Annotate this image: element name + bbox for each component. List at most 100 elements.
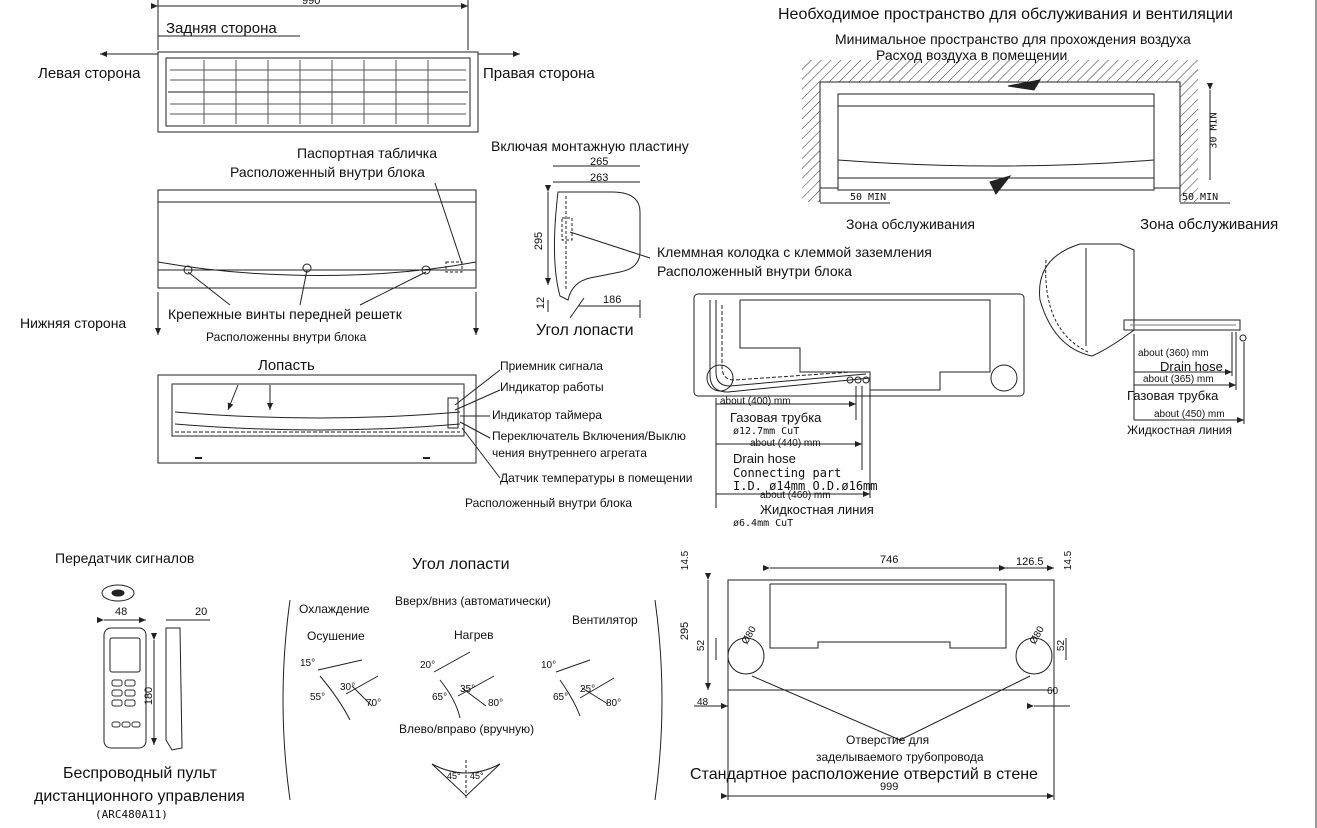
grille-screws-label: Крепежные винты передней решетк: [168, 306, 402, 322]
side-dim-186: 186: [603, 294, 622, 306]
side-drain-hose-label: Drain hose: [1160, 359, 1223, 374]
remote-model: (ARC480A11): [95, 808, 168, 821]
wall-hole-drawing: [694, 565, 1070, 800]
min-air-space-label: Минимальное пространство для прохождения…: [835, 31, 1191, 47]
side-dim-12: 12: [535, 296, 548, 310]
timer-lamp-label: Индикатор таймера: [492, 408, 602, 422]
remote-caption-2: дистанционного управления: [34, 788, 245, 805]
heat-angle-80: 80°: [488, 698, 504, 709]
front-view-unit: [155, 182, 479, 335]
gas-pipe-spec: ø12.7mm CuT: [733, 426, 800, 437]
signal-receiver-label: Приемник сигнала: [500, 359, 603, 373]
transmitter-label: Передатчик сигналов: [55, 550, 195, 566]
fan-label: Вентилятор: [572, 613, 638, 627]
wall-dim-60: 60: [1047, 686, 1059, 697]
remote-dim-48: 48: [115, 606, 128, 618]
service-space-view: [802, 60, 1230, 204]
rear-side-label: Задняя сторона: [166, 20, 277, 37]
service-zone-right: Зона обслуживания: [1140, 216, 1279, 233]
about-440-label: about (440) mm: [750, 438, 821, 449]
service-space-title: Необходимое пространство для обслуживани…: [778, 6, 1233, 23]
heating-label: Нагрев: [454, 628, 494, 642]
wall-dim-295: 295: [679, 621, 692, 641]
fan-angle-10: 10°: [541, 660, 557, 671]
fan-angle-25: 25°: [580, 684, 596, 695]
room-airflow-label: Расход воздуха в помещении: [876, 47, 1068, 63]
gas-pipe-label: Газовая трубка: [730, 410, 822, 425]
lr-angle-right: 45°: [470, 771, 484, 781]
cool-angle-30: 30°: [340, 682, 356, 693]
piping-back-view: [693, 293, 1025, 508]
side-dim-295: 295: [533, 231, 546, 251]
cool-angle-55: 55°: [310, 692, 326, 703]
pipe-hole-label-1: Отверстие для: [846, 733, 930, 747]
terminal-location: Расположенный внутри блока: [657, 263, 852, 279]
wall-dim-999: 999: [880, 781, 899, 793]
drying-label: Осушение: [307, 629, 365, 643]
cool-angle-15: 15°: [300, 658, 316, 669]
remote-dim-180: 180: [143, 686, 156, 706]
wall-dim-52-left: 52: [696, 639, 708, 652]
about-400-label: about (400) mm: [720, 396, 791, 407]
connecting-dims-label: I.D. ø14mm O.D.ø16mm: [733, 479, 878, 493]
cooling-label: Охлаждение: [299, 602, 370, 616]
side-liquid-line-label: Жидкостная линия: [1127, 423, 1233, 437]
louver-label: Лопасть: [258, 357, 315, 374]
remote-drawing: [97, 584, 210, 751]
about-450-label: about (450) mm: [1154, 409, 1225, 420]
nameplate-label: Паспортная табличка: [297, 145, 438, 161]
side-view-unit: [545, 165, 651, 319]
top-view-unit: [100, 0, 520, 133]
left-side-label: Левая сторона: [38, 65, 141, 82]
min-50-left-label: 50 MIN: [850, 192, 887, 203]
liquid-line-label: Жидкостная линия: [760, 502, 874, 517]
terminal-block-label: Клеммная колодка с клеммой заземления: [657, 244, 932, 260]
mounting-plate-label: Включая монтажную пластину: [491, 138, 689, 154]
operation-lamp-label: Индикатор работы: [500, 380, 604, 394]
remote-dim-20: 20: [195, 606, 208, 618]
side-dim-263: 263: [590, 172, 609, 184]
lr-angle-left: 45°: [447, 771, 461, 781]
about-460-label: about (460) mm: [760, 490, 831, 501]
heat-angle-65: 65°: [432, 692, 448, 703]
onoff-switch-label-2: чения внутреннего агрегата: [492, 446, 647, 460]
nameplate-location: Расположенный внутри блока: [230, 164, 425, 180]
bottom-side-label: Нижняя сторона: [20, 315, 127, 331]
heat-angle-20: 20°: [420, 660, 436, 671]
side-gas-pipe-label: Газовая трубка: [1127, 388, 1219, 403]
screws-location: Расположенны внутри блока: [206, 330, 367, 344]
drain-hose-label: Drain hose: [733, 451, 796, 466]
fan-angle-65: 65°: [553, 692, 569, 703]
service-zone-left: Зона обслуживания: [846, 216, 976, 232]
fan-angle-80: 80°: [606, 698, 622, 709]
bottom-view-unit: [157, 369, 501, 479]
sensor-location: Расположенный внутри блока: [465, 496, 633, 510]
wall-dim-14-5-left: 14.5: [680, 550, 692, 571]
side-louver-angle-label: Угол лопасти: [536, 322, 634, 339]
top-width-dim: 990: [302, 0, 321, 7]
min-30-label: 30 MIN: [1208, 112, 1220, 149]
piping-side-view: [1039, 243, 1247, 424]
wall-holes-caption: Стандартное расположение отверстий в сте…: [690, 766, 1038, 783]
wall-dim-52-right: 52: [1056, 639, 1068, 652]
pipe-hole-label-2: заделываемого трубопровода: [816, 750, 984, 764]
min-50-right-label: 50 MIN: [1182, 192, 1219, 203]
remote-caption-1: Беспроводный пульт: [63, 765, 217, 782]
wall-dim-126-5: 126.5: [1016, 556, 1044, 568]
about-360-label: about (360) mm: [1138, 348, 1209, 359]
updown-auto-label: Вверх/вниз (автоматически): [395, 594, 551, 608]
louver-angle-panel: [282, 599, 663, 801]
liquid-line-spec: ø6.4mm CuT: [733, 518, 794, 529]
wall-dim-14-5-right: 14.5: [1063, 550, 1075, 571]
room-temp-sensor-label: Датчик температуры в помещении: [500, 471, 693, 485]
louver-angle-title: Угол лопасти: [412, 556, 510, 573]
wall-dim-48: 48: [697, 697, 709, 708]
about-365-label: about (365) mm: [1143, 374, 1214, 385]
connecting-part-label: Connecting part: [733, 466, 842, 480]
side-dim-265: 265: [590, 156, 609, 168]
wall-dim-746: 746: [880, 554, 899, 566]
onoff-switch-label-1: Переключатель Включения/Выклю: [492, 429, 686, 443]
right-side-label: Правая сторона: [483, 65, 595, 82]
